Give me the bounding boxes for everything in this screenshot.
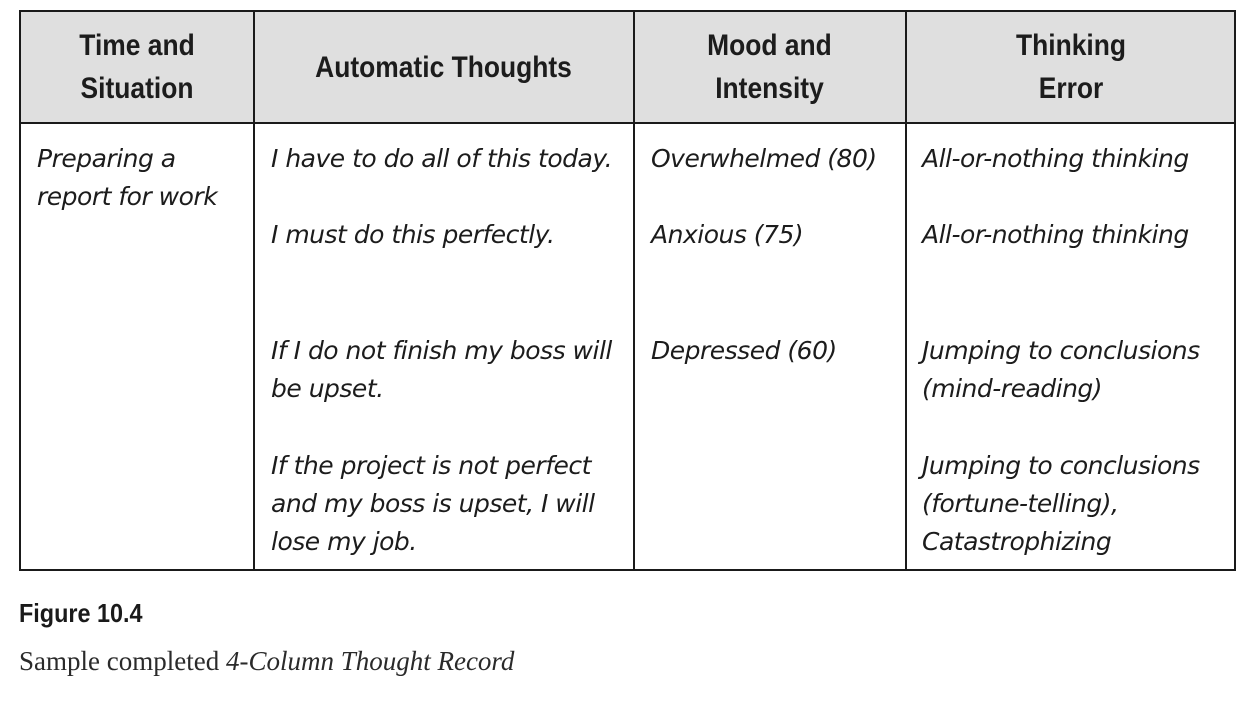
thought-cell: If the project is not perfect and my bos…	[271, 451, 595, 556]
header-mood-intensity: Mood and Intensity	[707, 29, 832, 105]
situation-cell: Preparing a report for work	[37, 144, 218, 211]
thinking-error-cell: All-or-nothing thinking	[922, 220, 1189, 249]
header-time-situation: Time and Situation	[79, 29, 195, 105]
header-thinking-error: Thinking Error	[1016, 29, 1126, 105]
column-divider	[633, 12, 635, 569]
column-divider	[253, 12, 255, 569]
thinking-error-cell: Jumping to conclusions (fortune-telling)…	[922, 451, 1200, 556]
mood-cell: Overwhelmed (80)	[651, 144, 877, 173]
thinking-error-cell: Jumping to conclusions (mind-reading)	[922, 336, 1200, 403]
mood-cell: Anxious (75)	[651, 220, 804, 249]
figure-label: Figure 10.4	[19, 598, 143, 628]
mood-cell: Depressed (60)	[651, 336, 837, 365]
table-header-row	[21, 12, 1234, 124]
header-automatic-thoughts: Automatic Thoughts	[315, 50, 572, 84]
thought-record-table: Time and Situation Automatic Thoughts Mo…	[19, 10, 1236, 571]
thinking-error-cell: All-or-nothing thinking	[922, 144, 1189, 173]
column-divider	[905, 12, 907, 569]
thought-cell: I must do this perfectly.	[271, 220, 555, 249]
caption-title: 4-Column Thought Record	[225, 646, 515, 676]
caption-prefix: Sample completed	[19, 646, 226, 676]
figure-caption: Sample completed 4-Column Thought Record	[19, 646, 514, 677]
thought-cell: I have to do all of this today.	[271, 144, 613, 173]
thought-cell: If I do not finish my boss will be upset…	[271, 336, 612, 403]
